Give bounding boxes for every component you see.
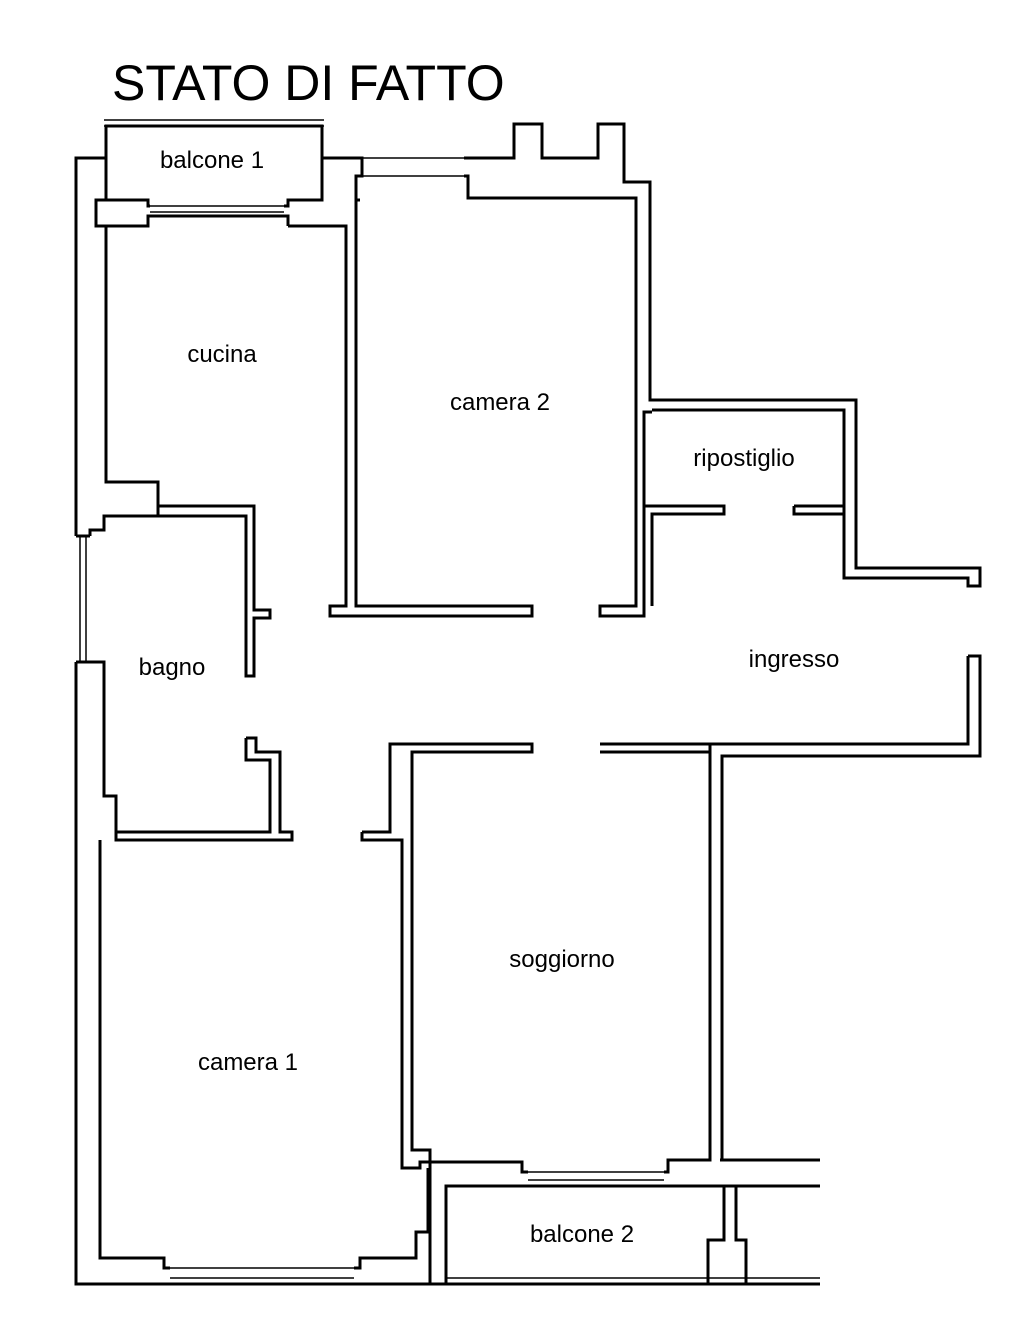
cucina-top-right-wall — [288, 198, 534, 618]
cucina-top-wall — [106, 214, 290, 228]
soggiorno-east-wall — [600, 742, 712, 1174]
balcone-1-walls — [104, 124, 324, 158]
walls — [74, 119, 982, 1286]
label-balcone-2: balcone 2 — [530, 1221, 634, 1248]
camera-2-north-wall — [464, 174, 652, 618]
label-camera-1: camera 1 — [198, 1049, 298, 1076]
camera-1-south-wall — [354, 1168, 430, 1270]
ingresso-outer-wall — [720, 654, 982, 1160]
west-wall-inner-bagno — [76, 660, 118, 832]
balcone-1-right — [284, 158, 324, 208]
west-wall-inner-lower — [98, 840, 170, 1270]
ingresso-outer-wall-inner — [710, 656, 970, 746]
west-wall-outer-lower — [74, 662, 820, 1286]
bagno-bottom-wall — [114, 736, 294, 842]
label-camera-2: camera 2 — [450, 389, 550, 416]
west-wall-inner-upper — [88, 198, 160, 536]
balcone-1-outline — [104, 158, 150, 208]
north-chimney-profile — [464, 122, 982, 588]
balcone-2-outline — [444, 1184, 726, 1284]
balcone-2-pillar — [724, 1184, 748, 1284]
label-cucina: cucina — [187, 341, 257, 368]
room-labels: balcone 1 cucina camera 2 ripostiglio ba… — [139, 147, 840, 1248]
north-wall-segment — [322, 156, 364, 200]
bagno-top-wall — [158, 504, 272, 678]
ripostiglio-bottom-right — [792, 504, 846, 516]
west-wall-outer — [74, 156, 106, 536]
soggiorno-west-wall — [360, 742, 534, 1170]
soggiorno-south-wall — [430, 1160, 528, 1174]
plan-title: STATO DI FATTO — [112, 55, 505, 111]
label-balcone-1: balcone 1 — [160, 147, 264, 174]
ripostiglio-bottom-left — [644, 504, 726, 606]
label-ingresso: ingresso — [749, 646, 840, 673]
label-bagno: bagno — [139, 654, 206, 681]
label-soggiorno: soggiorno — [509, 946, 614, 973]
label-ripostiglio: ripostiglio — [693, 445, 794, 472]
